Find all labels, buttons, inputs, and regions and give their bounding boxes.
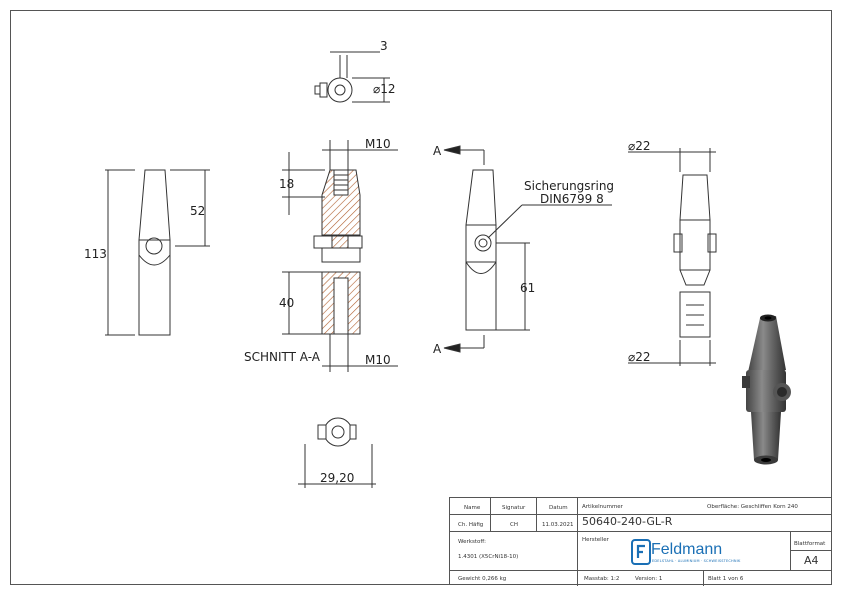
werkstoff-label: Werkstoff: (458, 539, 486, 545)
oberflaeche: Oberfläche: Geschliffen Korn 240 (707, 504, 798, 510)
blattformat-value: A4 (804, 554, 819, 567)
col-name-header: Name (464, 505, 481, 511)
blattformat-label: Blattformat (794, 541, 826, 547)
dim-top-3: 3 (380, 39, 388, 53)
logo-tagline: EDELSTAHL · ALUMINIUM · SCHWEISSTECHNIK (652, 559, 741, 563)
row-datum: 11.03.2021 (542, 522, 574, 528)
row-signatur: CH (510, 522, 518, 528)
dim-section-m10-top: M10 (365, 137, 391, 151)
version: Version: 1 (635, 576, 663, 582)
dim-side-61: 61 (520, 281, 536, 295)
gewicht: Gewicht 0,266 kg (458, 576, 507, 582)
drawing-frame (10, 10, 832, 585)
dim-section-40: 40 (279, 296, 295, 310)
section-marker-top: A (433, 144, 442, 158)
iso-render (742, 314, 791, 465)
dim-bottom-29-20: 29,20 (320, 471, 355, 485)
dim-top-12: ⌀12 (373, 82, 396, 96)
side-view (443, 145, 612, 353)
section-label: SCHNITT A-A (244, 350, 321, 364)
werkstoff-value: 1.4301 (X5CrNi18-10) (458, 554, 519, 560)
callout-line-1: Sicherungsring (524, 179, 615, 193)
section-marker-bottom: A (433, 342, 442, 356)
dim-section-m10-bottom: M10 (365, 353, 391, 367)
dim-right-22-top: ⌀22 (628, 139, 651, 153)
hersteller-label: Hersteller (582, 537, 609, 543)
logo-icon (631, 539, 651, 565)
col-datum-header: Datum (549, 505, 568, 511)
artikelnummer-value: 50640-240-GL-R (582, 515, 673, 528)
artikelnummer-label: Artikelnummer (582, 504, 623, 510)
blatt: Blatt 1 von 6 (708, 576, 744, 582)
dim-right-22-bottom: ⌀22 (628, 350, 651, 364)
section-view (282, 140, 398, 372)
front-view (105, 169, 210, 336)
row-name: Ch. Häfig (458, 522, 484, 528)
right-view (628, 148, 717, 366)
dim-section-18: 18 (279, 177, 295, 191)
title-block: Name Signatur Datum Ch. Häfig CH 11.03.2… (449, 497, 832, 586)
dim-front-52: 52 (190, 204, 206, 218)
col-signatur-header: Signatur (502, 505, 526, 511)
bottom-view (298, 417, 376, 488)
top-view (314, 51, 390, 103)
massstab: Masstab: 1:2 (584, 576, 620, 582)
logo-name: Feldmann (651, 541, 723, 558)
callout-line-2: DIN6799 8 (540, 192, 604, 206)
dim-front-113: 113 (84, 247, 107, 261)
